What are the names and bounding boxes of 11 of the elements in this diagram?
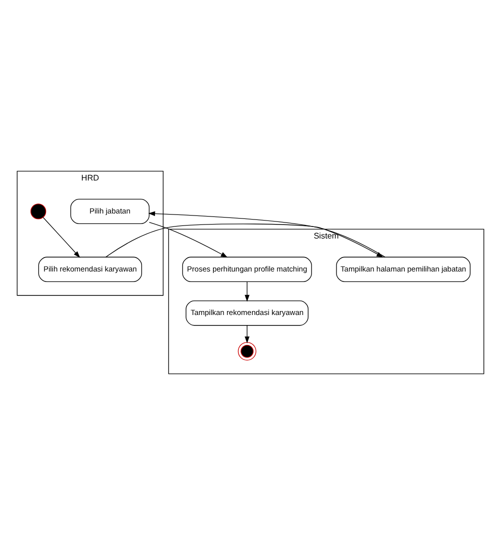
arrow	[148, 221, 228, 258]
node-circle	[30, 203, 46, 219]
node-box: Pilih rekomendasi karyawan	[38, 256, 142, 282]
arrow	[244, 324, 250, 343]
node-box: Proses perhitungan profile matching	[182, 256, 312, 282]
node-box: Tampilkan halaman pemilihan jabatan	[336, 256, 471, 282]
node-box: Pilih jabatan	[70, 198, 150, 224]
node-circle	[238, 342, 256, 360]
arrow	[244, 281, 250, 302]
node-box: Tampilkan rekomendasi karyawan	[186, 300, 308, 326]
arrow	[42, 216, 80, 258]
